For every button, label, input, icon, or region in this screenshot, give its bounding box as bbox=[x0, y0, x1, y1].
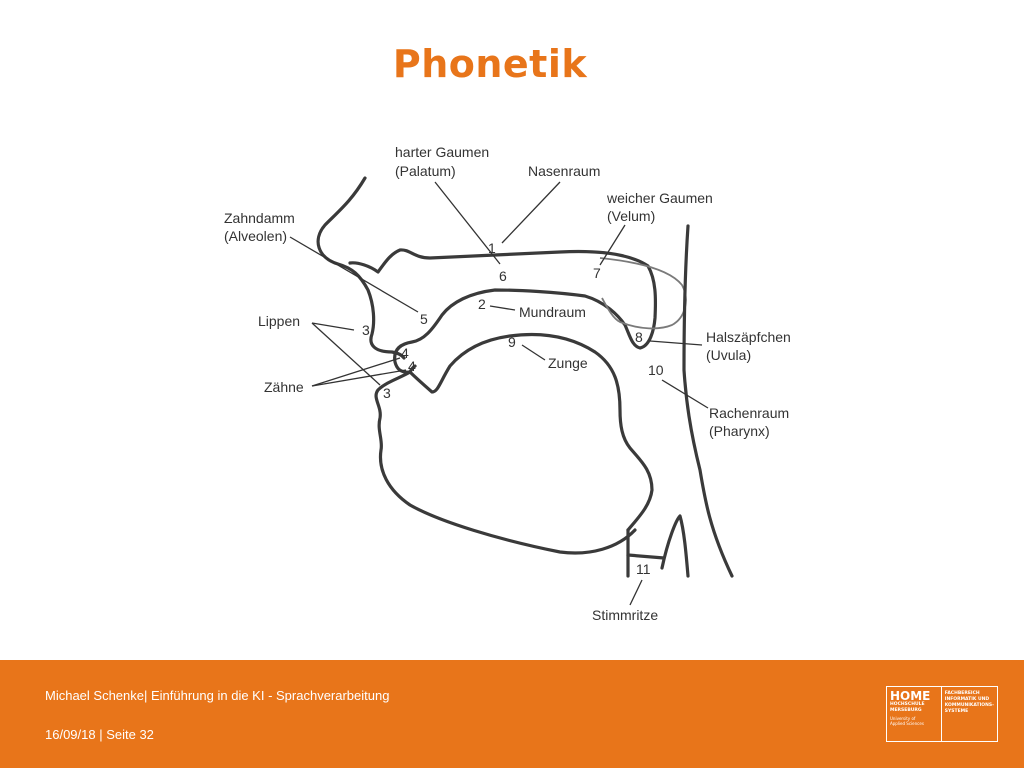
velum-outline bbox=[599, 257, 687, 330]
slide-title: Phonetik bbox=[392, 42, 588, 86]
footer-date-page: 16/09/18 | Seite 32 bbox=[45, 727, 154, 742]
tongue-outline bbox=[408, 332, 654, 532]
label-mundraum: Mundraum bbox=[519, 304, 586, 320]
face-profile-upper bbox=[316, 176, 406, 360]
label-zunge: Zunge bbox=[548, 355, 588, 371]
vocal-tract-diagram: 1 2 3 3 4 4 5 6 7 8 9 10 11 harter Gaume… bbox=[224, 144, 791, 623]
pharynx-back-wall bbox=[682, 224, 734, 578]
logo-sub3: University of bbox=[890, 716, 916, 721]
logo-sub2: MERSEBURG bbox=[890, 707, 922, 713]
label-zaehne: Zähne bbox=[264, 379, 304, 395]
face-profile-lower bbox=[374, 370, 637, 555]
marker-4-lower: 4 bbox=[408, 358, 416, 374]
marker-6: 6 bbox=[499, 268, 507, 284]
lower-teeth bbox=[408, 364, 417, 374]
palate-outline bbox=[348, 248, 658, 374]
footer-author-course: Michael Schenke| Einführung in die KI - … bbox=[45, 688, 390, 703]
footer-bar: Michael Schenke| Einführung in die KI - … bbox=[0, 660, 1024, 768]
glottis-line bbox=[626, 553, 666, 560]
label-velum: (Velum) bbox=[607, 208, 655, 224]
label-lippen: Lippen bbox=[258, 313, 300, 329]
marker-8: 8 bbox=[635, 329, 643, 345]
epiglottis bbox=[660, 514, 690, 578]
label-harter-gaumen: harter Gaumen bbox=[395, 144, 489, 160]
label-weicher-gaumen: weicher Gaumen bbox=[606, 190, 713, 206]
label-uvula: (Uvula) bbox=[706, 347, 751, 363]
leader-lines bbox=[289, 181, 709, 606]
logo-dept4: SYSTEME bbox=[944, 709, 969, 714]
university-logo: HOME HOCHSCHULE MERSEBURG University of … bbox=[886, 686, 998, 742]
label-palatum: (Palatum) bbox=[395, 163, 456, 179]
label-halszaepfchen: Halszäpfchen bbox=[706, 329, 791, 345]
logo-right-panel: FACHBEREICH INFORMATIK UND KOMMUNIKATION… bbox=[942, 687, 997, 741]
logo-left-panel: HOME HOCHSCHULE MERSEBURG University of … bbox=[887, 687, 942, 741]
logo-sub4: Applied Sciences bbox=[890, 721, 924, 726]
label-stimmritze: Stimmritze bbox=[592, 607, 658, 623]
marker-9: 9 bbox=[508, 334, 516, 350]
marker-3-upper: 3 bbox=[362, 322, 370, 338]
label-zahndamm: Zahndamm bbox=[224, 210, 295, 226]
marker-4-upper: 4 bbox=[401, 345, 409, 361]
label-pharynx: (Pharynx) bbox=[709, 423, 770, 439]
marker-1: 1 bbox=[488, 240, 496, 256]
marker-2: 2 bbox=[478, 296, 486, 312]
label-alveolen: (Alveolen) bbox=[224, 228, 287, 244]
logo-dept1: FACHBEREICH bbox=[944, 691, 980, 696]
label-nasenraum: Nasenraum bbox=[528, 163, 600, 179]
marker-5: 5 bbox=[420, 311, 428, 327]
logo-dept3: KOMMUNIKATIONS- bbox=[944, 703, 994, 708]
logo-name: HOME bbox=[890, 689, 931, 703]
label-rachenraum: Rachenraum bbox=[709, 405, 789, 421]
logo-sub1: HOCHSCHULE bbox=[890, 702, 925, 707]
marker-11: 11 bbox=[636, 561, 651, 577]
marker-3-lower: 3 bbox=[383, 385, 391, 401]
logo-dept2: INFORMATIK UND bbox=[944, 697, 990, 702]
marker-10: 10 bbox=[648, 362, 664, 378]
marker-7: 7 bbox=[593, 265, 601, 281]
